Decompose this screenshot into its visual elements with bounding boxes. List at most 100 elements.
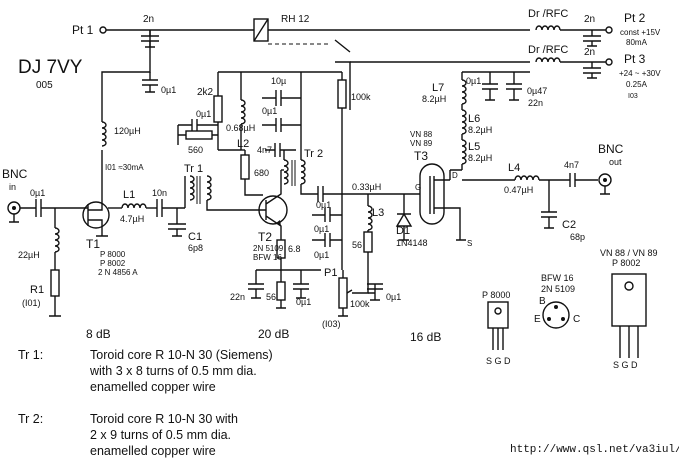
svg-text:22n: 22n bbox=[230, 292, 245, 302]
diode-d1: D1 1N4148 bbox=[395, 194, 428, 248]
svg-text:BNC: BNC bbox=[598, 142, 624, 156]
svg-text:560: 560 bbox=[188, 145, 203, 155]
svg-text:L1: L1 bbox=[123, 189, 135, 201]
svg-text:0µ1: 0µ1 bbox=[386, 292, 401, 302]
package-bfw16: BFW 16 2N 5109 B E C bbox=[534, 273, 580, 329]
svg-text:S G D: S G D bbox=[486, 356, 511, 366]
svg-text:80mA: 80mA bbox=[626, 38, 648, 47]
svg-text:100k: 100k bbox=[351, 92, 371, 102]
pt3-terminal[interactable]: Pt 3 +24 ~ +30V 0.25A I03 bbox=[605, 52, 661, 100]
capacitor-0u1-f: 0µ1 bbox=[312, 233, 342, 260]
pt2-terminal[interactable]: Pt 2 const +15V 80mA bbox=[605, 11, 661, 47]
capacitor-10u: 10µ bbox=[262, 76, 301, 106]
svg-text:56: 56 bbox=[352, 240, 362, 250]
capacitor-c1: C1 6p8 bbox=[168, 208, 203, 253]
pt1-label: Pt 1 bbox=[72, 23, 94, 37]
resistor-56-b: 56 bbox=[352, 230, 373, 268]
svg-text:8.2µH: 8.2µH bbox=[468, 153, 492, 163]
svg-text:in: in bbox=[9, 182, 16, 192]
svg-text:1N4148: 1N4148 bbox=[396, 238, 428, 248]
bnc-output-connector[interactable]: BNC out bbox=[598, 142, 624, 195]
svg-text:2n: 2n bbox=[584, 14, 595, 25]
svg-text:56: 56 bbox=[266, 292, 276, 302]
svg-text:10n: 10n bbox=[152, 188, 167, 198]
svg-text:out: out bbox=[609, 157, 622, 167]
svg-text:VN 88: VN 88 bbox=[410, 130, 433, 139]
svg-text:0µ1: 0µ1 bbox=[466, 76, 481, 86]
svg-text:T1: T1 bbox=[86, 237, 100, 251]
inductor-068uh: 0.68µH bbox=[226, 72, 255, 150]
svg-text:0µ1: 0µ1 bbox=[196, 109, 211, 119]
note-tr2-text: Toroid core R 10-N 30 with 2 x 9 turns o… bbox=[90, 412, 238, 458]
inductor-0-33uh: 0.33µH L3 bbox=[352, 182, 384, 231]
svg-text:P 8002: P 8002 bbox=[612, 258, 640, 268]
rfc-choke-pt2: Dr /RFC 2n bbox=[528, 8, 606, 47]
svg-text:L5: L5 bbox=[468, 141, 480, 153]
svg-text:10µ: 10µ bbox=[271, 76, 286, 86]
svg-text:BFW 16: BFW 16 bbox=[253, 253, 282, 262]
potentiometer-p1[interactable]: P1 100k (I03) bbox=[322, 267, 370, 329]
svg-text:Tr 2: Tr 2 bbox=[304, 148, 323, 160]
svg-text:BFW 16: BFW 16 bbox=[541, 273, 574, 283]
svg-text:2n: 2n bbox=[143, 14, 154, 25]
svg-text:C1: C1 bbox=[188, 231, 202, 243]
svg-text:Tr 1: Tr 1 bbox=[184, 163, 203, 175]
capacitor-10n: 10n bbox=[152, 188, 185, 217]
svg-text:P1: P1 bbox=[324, 267, 337, 279]
svg-text:VN 89: VN 89 bbox=[410, 139, 433, 148]
svg-text:120µH: 120µH bbox=[114, 126, 141, 136]
note-tr1-label: Tr 1: bbox=[18, 348, 44, 362]
svg-text:const +15V: const +15V bbox=[620, 28, 661, 37]
relay-rh12: RH 12 bbox=[248, 14, 530, 110]
svg-text:4n7: 4n7 bbox=[564, 160, 579, 170]
svg-text:4.7µH: 4.7µH bbox=[120, 214, 144, 224]
resistor-56-a: 56 bbox=[266, 270, 286, 309]
svg-text:T2: T2 bbox=[258, 230, 272, 244]
transformer-tr1: Tr 1 bbox=[184, 163, 254, 211]
package-vn88: VN 88 / VN 89 P 8002 S G D bbox=[600, 248, 658, 370]
capacitor-4n7-out: 4n7 bbox=[564, 160, 598, 187]
svg-text:0.68µH: 0.68µH bbox=[226, 123, 255, 133]
svg-text:2N 5109: 2N 5109 bbox=[541, 284, 575, 294]
svg-text:2N 5109: 2N 5109 bbox=[253, 244, 284, 253]
resistor-560: 560 bbox=[177, 125, 218, 155]
svg-text:L7: L7 bbox=[432, 82, 444, 94]
schematic-diagram: DJ 7VY 005 Pt 1 2n RH 12 Dr /RFC 2n Pt 2… bbox=[2, 8, 661, 370]
pt1-terminal[interactable]: Pt 1 bbox=[72, 23, 107, 37]
svg-text:22n: 22n bbox=[528, 98, 543, 108]
svg-text:6.8: 6.8 bbox=[288, 244, 301, 254]
pin-label-d: D bbox=[452, 171, 458, 180]
svg-text:(I01): (I01) bbox=[22, 298, 41, 308]
svg-text:Pt 3: Pt 3 bbox=[624, 52, 646, 66]
svg-text:I03: I03 bbox=[628, 93, 638, 100]
svg-text:0µ1: 0µ1 bbox=[262, 106, 277, 116]
svg-text:4n7: 4n7 bbox=[257, 145, 272, 155]
resistor-100k-top: 100k bbox=[337, 72, 371, 270]
bnc-input-connector[interactable]: BNC in bbox=[2, 167, 36, 223]
svg-text:100k: 100k bbox=[350, 299, 370, 309]
svg-text:0µ1: 0µ1 bbox=[30, 188, 45, 198]
inductor-l5: L5 8.2µH bbox=[461, 134, 492, 170]
note-tr1-text: Toroid core R 10-N 30 (Siemens) with 3 x… bbox=[90, 348, 273, 394]
svg-text:22µH: 22µH bbox=[18, 250, 40, 260]
svg-text:E: E bbox=[534, 314, 541, 325]
stage2-gain: 20 dB bbox=[258, 327, 289, 341]
svg-text:RH 12: RH 12 bbox=[281, 14, 310, 25]
inductor-22uh: 22µH bbox=[18, 208, 60, 260]
capacitor-0u1-g: 0µ1 bbox=[367, 283, 401, 302]
capacitor-0u1-h: 0µ1 bbox=[466, 72, 498, 101]
svg-text:0µ1: 0µ1 bbox=[161, 85, 176, 95]
svg-text:I01 ≈30mA: I01 ≈30mA bbox=[105, 163, 144, 172]
capacitor-0u1-t1-decoupling: 0µ1 bbox=[142, 72, 176, 95]
svg-text:T3: T3 bbox=[414, 149, 428, 163]
svg-text:S G D: S G D bbox=[613, 360, 638, 370]
inductor-l4: L4 0.47µH bbox=[504, 162, 570, 195]
capacitor-0u1-c: 0µ1 bbox=[262, 106, 301, 132]
svg-text:0.47µH: 0.47µH bbox=[504, 185, 533, 195]
inductor-l1: L1 4.7µH bbox=[108, 189, 157, 224]
svg-text:+24 ~ +30V: +24 ~ +30V bbox=[619, 69, 661, 78]
svg-text:0.33µH: 0.33µH bbox=[352, 182, 381, 192]
source-url[interactable]: http://www.qsl.net/va3iul/ bbox=[510, 444, 679, 456]
svg-text:8.2µH: 8.2µH bbox=[468, 125, 492, 135]
svg-text:(I03): (I03) bbox=[322, 319, 341, 329]
